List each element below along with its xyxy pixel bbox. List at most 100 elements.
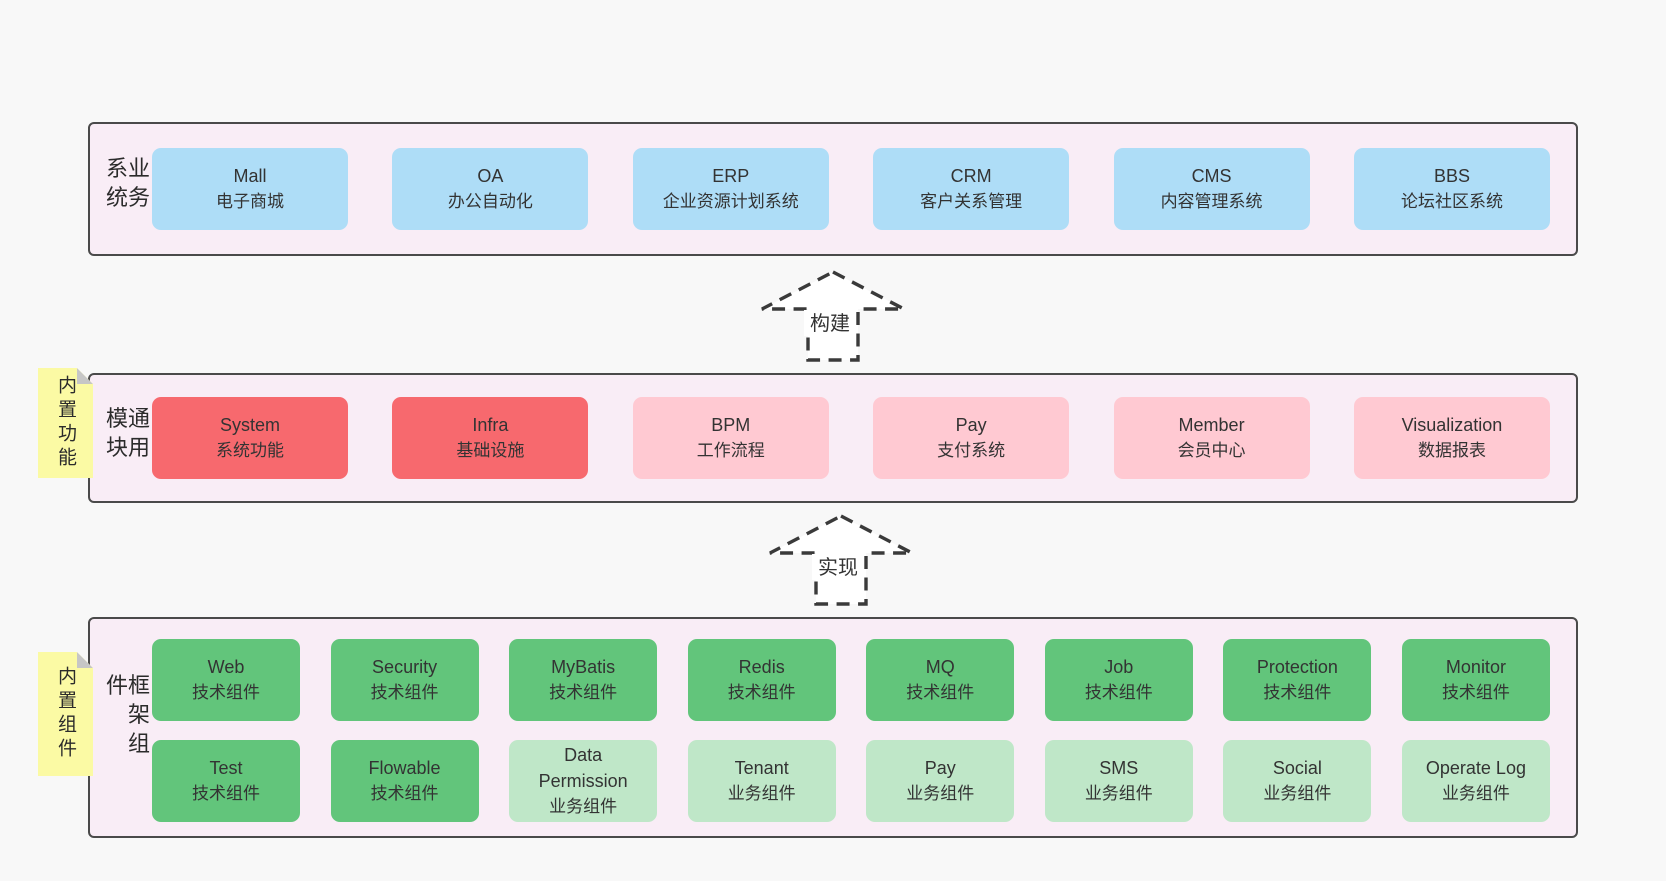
box-security: Security 技术组件 [330, 639, 479, 721]
box-subtitle: 基础设施 [456, 441, 525, 460]
box-subtitle: 技术组件 [549, 683, 618, 702]
box-title: System [219, 415, 280, 435]
box-subtitle: 支付系统 [937, 441, 1006, 460]
box-oa: OA 办公自动化 [392, 148, 589, 230]
box-subtitle: 会员中心 [1177, 441, 1246, 460]
box-subtitle: 企业资源计划系统 [662, 192, 799, 211]
box-redis: Redis 技术组件 [687, 639, 836, 721]
box-title: Visualization [1401, 415, 1503, 435]
box-title: Mall [233, 166, 267, 186]
box-subtitle: 业务组件 [1084, 784, 1153, 803]
box-title: MQ [925, 657, 955, 677]
box-title: BPM [711, 415, 751, 435]
arrow-build-label: 构建 [810, 312, 850, 335]
box-subtitle: 业务组件 [1263, 784, 1332, 803]
layer-business-systems: 业务系统 Mall 电子商城 OA 办公自动化 ERP 企业资源计划系统 CRM… [88, 122, 1578, 256]
box-title: Pay [955, 415, 987, 435]
arrow-label-backing [812, 554, 863, 580]
box-title: BBS [1433, 166, 1470, 186]
business-box-row: Mall 电子商城 OA 办公自动化 ERP 企业资源计划系统 CRM 客户关系… [152, 124, 1550, 254]
box-title: Pay [924, 758, 956, 778]
box-data-permission: Data Permission 业务组件 [509, 740, 658, 822]
box-title: Operate Log [1425, 758, 1526, 778]
box-subtitle: 业务组件 [1441, 784, 1510, 803]
box-subtitle: 技术组件 [370, 683, 439, 702]
box-erp: ERP 企业资源计划系统 [632, 148, 829, 230]
box-subtitle: 客户关系管理 [920, 192, 1023, 211]
arrow-implement-label: 实现 [818, 556, 858, 579]
note-builtin-features-label: 内置功能 [55, 375, 76, 471]
arrow-build: 构建 [761, 270, 905, 362]
arrow-label-backing [804, 310, 855, 336]
box-protection: Protection 技术组件 [1223, 639, 1372, 721]
box-operate-log: Operate Log 业务组件 [1401, 740, 1550, 822]
box-title: Social [1272, 758, 1322, 778]
box-subtitle: 工作流程 [696, 441, 765, 460]
box-mq: MQ 技术组件 [866, 639, 1015, 721]
box-title: Member [1178, 415, 1245, 435]
box-infra: Infra 基础设施 [392, 397, 589, 479]
layer-common-modules: 通用模块 System 系统功能 Infra 基础设施 BPM 工作流程 Pay… [88, 373, 1578, 503]
box-mybatis: MyBatis 技术组件 [509, 639, 658, 721]
box-monitor: Monitor 技术组件 [1401, 639, 1550, 721]
module-box-row: System 系统功能 Infra 基础设施 BPM 工作流程 Pay 支付系统… [152, 375, 1550, 501]
component-row-business: Test 技术组件 Flowable 技术组件 Data Permission … [152, 740, 1550, 822]
component-box-grid: Web 技术组件 Security 技术组件 MyBatis 技术组件 Redi… [152, 639, 1550, 822]
box-title: Monitor [1445, 657, 1506, 677]
layer-framework-components: 框架组件 Web 技术组件 Security 技术组件 MyBatis 技术组件… [88, 617, 1578, 838]
box-title: Data Permission [538, 745, 628, 791]
box-job: Job 技术组件 [1044, 639, 1193, 721]
box-title: Web [207, 657, 245, 677]
box-subtitle: 办公自动化 [447, 192, 533, 211]
box-title: OA [477, 166, 504, 186]
box-subtitle: 系统功能 [216, 441, 284, 460]
box-title: SMS [1099, 758, 1139, 778]
box-tenant: Tenant 业务组件 [687, 740, 836, 822]
box-subtitle: 技术组件 [1263, 683, 1332, 702]
layer-label-framework-components: 框架组件 [103, 673, 150, 761]
box-title: Job [1104, 657, 1134, 677]
box-bbs: BBS 论坛社区系统 [1353, 148, 1550, 230]
box-social: Social 业务组件 [1223, 740, 1372, 822]
box-subtitle: 技术组件 [192, 784, 260, 803]
box-title: CRM [950, 166, 992, 186]
box-pay-component: Pay 业务组件 [866, 740, 1015, 822]
box-cms: CMS 内容管理系统 [1113, 148, 1310, 230]
box-title: Test [209, 758, 243, 778]
box-subtitle: 技术组件 [192, 683, 260, 702]
layer-label-business-systems: 业务系统 [103, 156, 150, 215]
box-subtitle: 技术组件 [1084, 683, 1153, 702]
box-title: Redis [738, 657, 785, 677]
note-builtin-features: 内置功能 [38, 368, 93, 478]
box-subtitle: 技术组件 [1441, 683, 1510, 702]
box-title: Protection [1256, 657, 1338, 677]
box-subtitle: 业务组件 [549, 797, 618, 816]
box-member: Member 会员中心 [1113, 397, 1310, 479]
arrow-implement: 实现 [769, 514, 913, 606]
box-title: CMS [1191, 166, 1232, 186]
box-subtitle: 数据报表 [1417, 441, 1486, 460]
box-system: System 系统功能 [152, 397, 348, 479]
layer-label-common-modules: 通用模块 [103, 406, 150, 465]
box-subtitle: 电子商城 [216, 192, 284, 211]
box-subtitle: 论坛社区系统 [1400, 192, 1503, 211]
box-subtitle: 技术组件 [370, 784, 439, 803]
box-title: Security [372, 657, 438, 677]
note-builtin-components: 内置组件 [38, 652, 93, 776]
box-bpm: BPM 工作流程 [632, 397, 829, 479]
box-mall: Mall 电子商城 [152, 148, 348, 230]
box-web: Web 技术组件 [152, 639, 300, 721]
box-title: Tenant [734, 758, 789, 778]
box-title: ERP [712, 166, 750, 186]
box-subtitle: 业务组件 [906, 784, 975, 803]
box-subtitle: 内容管理系统 [1160, 192, 1263, 211]
box-test: Test 技术组件 [152, 740, 300, 822]
box-flowable: Flowable 技术组件 [330, 740, 479, 822]
box-title: MyBatis [551, 657, 616, 677]
box-title: Flowable [368, 758, 441, 778]
box-visualization: Visualization 数据报表 [1353, 397, 1550, 479]
box-subtitle: 技术组件 [727, 683, 796, 702]
box-subtitle: 技术组件 [906, 683, 975, 702]
component-row-tech: Web 技术组件 Security 技术组件 MyBatis 技术组件 Redi… [152, 639, 1550, 721]
